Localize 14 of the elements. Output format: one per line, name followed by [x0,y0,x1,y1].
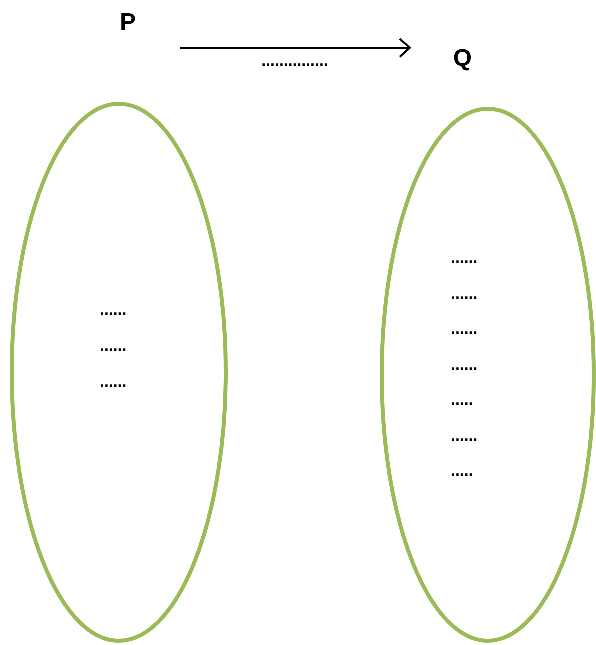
element-dots: ...... [451,286,478,304]
element-dots: ...... [451,250,478,268]
element-dots: ..... [451,392,474,410]
element-dots: ..... [451,463,474,481]
element-dots: ...... [451,356,478,374]
element-dots: ...... [100,374,127,392]
set-label: Q [453,44,472,74]
element-dots: ...... [451,321,478,339]
element-dots: ...... [451,428,478,446]
edge-label: ............... [260,53,330,71]
element-dots: ...... [100,338,127,356]
element-dots: ...... [100,302,127,320]
mapping-arrow [180,38,411,58]
set-label: P [120,8,136,38]
